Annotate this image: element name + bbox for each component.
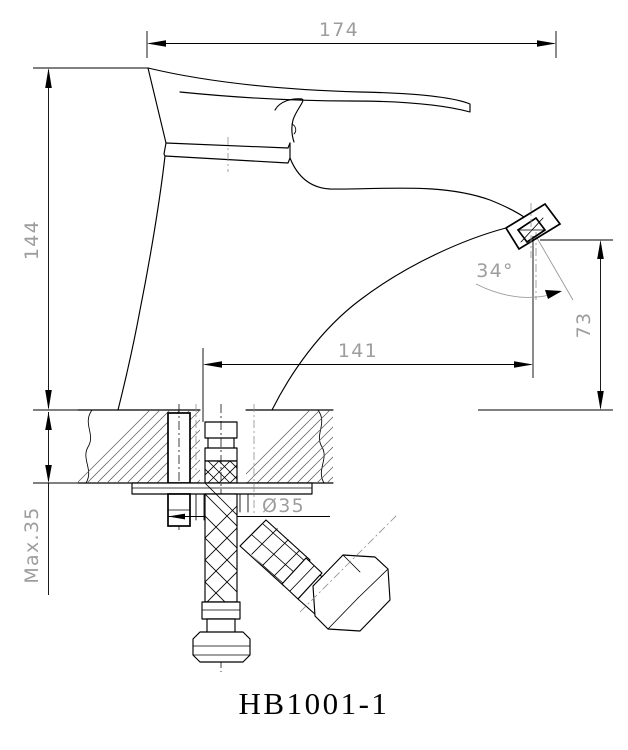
arrowhead-max35-top xyxy=(45,412,52,430)
arrowhead-144-bottom xyxy=(45,390,52,410)
hose-angled-hex-line-2 xyxy=(357,568,389,599)
arrowhead-174-right xyxy=(537,40,556,47)
body-spout-upper-surface xyxy=(289,157,525,218)
dimension-overall-height: 144 xyxy=(21,67,148,411)
dim-label-aerator-angle: 34° xyxy=(476,260,514,282)
arrowhead-73-bottom xyxy=(597,391,604,410)
hose-vertical-mesh xyxy=(205,483,237,618)
counter-break-line-right xyxy=(317,409,325,484)
dimension-spout-reach: 141 xyxy=(202,236,534,422)
counter-hatch-right xyxy=(246,410,333,483)
arrowhead-174-left xyxy=(147,40,166,47)
faucet-lever-handle xyxy=(147,67,471,144)
dimension-aerator-angle: 34° xyxy=(475,232,574,301)
arrowhead-max35-bottom xyxy=(45,465,52,483)
body-left-profile xyxy=(117,155,166,411)
aerator-outer-body xyxy=(504,202,562,251)
drawing-title: HB1001-1 xyxy=(239,686,390,721)
hose-angled-ferrule-line xyxy=(289,565,315,592)
arrowhead-73-top xyxy=(597,240,604,259)
dim-label-counter-thickness: Max.35 xyxy=(21,506,43,583)
handle-inner-hook xyxy=(274,98,304,143)
dimension-spout-height: 73 xyxy=(478,239,613,411)
dim-label-spout-height: 73 xyxy=(573,312,595,339)
arrowhead-141-right xyxy=(514,361,533,368)
faucet-body xyxy=(117,155,525,411)
hose-vertical-body xyxy=(204,493,238,603)
counter-break-line-left xyxy=(85,409,93,484)
hose-angled-centerline xyxy=(299,513,399,613)
dimension-counter-thickness: Max.35 xyxy=(21,412,92,595)
hose-vertical-ferrule xyxy=(201,601,241,620)
angle-ray-line xyxy=(536,237,574,301)
braid-hole-mesh xyxy=(205,460,237,484)
cap-band-bottom xyxy=(164,142,291,164)
dim-label-spout-reach: 141 xyxy=(338,340,378,362)
hose-angled-hex-line-1 xyxy=(327,597,359,630)
aerator-cross-line-2 xyxy=(520,217,544,243)
arrowhead-141-left xyxy=(203,361,222,368)
dim-label-overall-width: 174 xyxy=(319,19,359,41)
arrowhead-angle xyxy=(545,290,562,299)
hose-vertical-hex-nut xyxy=(192,631,251,663)
faucet-cap-band xyxy=(163,137,291,172)
arrowhead-d35-left xyxy=(168,513,185,520)
spout-underside-curve xyxy=(271,227,507,411)
dimension-overall-width: 174 xyxy=(146,19,557,58)
dim-label-overall-height: 144 xyxy=(21,220,43,260)
cap-band-left xyxy=(163,142,167,157)
cap-band-top xyxy=(165,142,291,149)
dim-label-mounting-hole: Ø35 xyxy=(262,495,305,517)
clamping-plate xyxy=(131,482,313,495)
faucet-aerator-head xyxy=(504,202,562,258)
hose-angled-hex-line-3 xyxy=(342,554,361,573)
handle-left-edge xyxy=(147,67,167,144)
braided-hose-vertical xyxy=(192,483,251,663)
arrowhead-144-top xyxy=(45,68,52,88)
handle-hook-detail xyxy=(291,123,297,135)
